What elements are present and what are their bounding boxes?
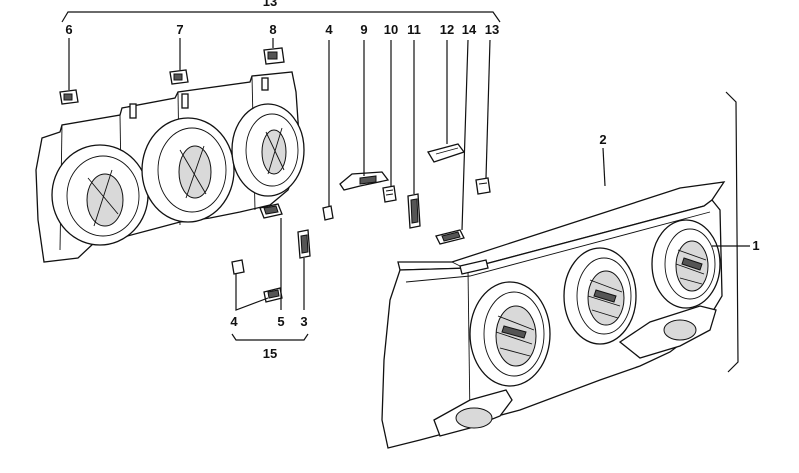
part-10-switch: [382, 185, 397, 203]
part-9-slider-guide: [339, 171, 390, 191]
part-5b-button: [263, 287, 283, 303]
leader-2: [602, 147, 606, 187]
part-14-slider: [435, 229, 465, 245]
callout-8: 8: [269, 22, 276, 37]
callout-4-top: 4: [325, 22, 333, 37]
group-bracket-15: [231, 333, 309, 341]
part-8-button: [263, 47, 285, 65]
part-3-switch: [297, 229, 311, 259]
part-11-rocker: [407, 193, 421, 229]
part-4-knob-bottom: [231, 259, 245, 275]
callout-13-top: 13: [263, 0, 277, 9]
part-5-button: [259, 203, 283, 219]
callout-1: 1: [752, 238, 759, 253]
part-7-button: [169, 69, 189, 85]
callout-9: 9: [360, 22, 367, 37]
callout-14: 14: [462, 22, 477, 37]
callout-13: 13: [485, 22, 499, 37]
part-12-lever: [426, 143, 466, 163]
callout-5: 5: [277, 314, 284, 329]
callout-10: 10: [384, 22, 398, 37]
group-bracket-right: [725, 91, 739, 373]
leader-14: [461, 39, 469, 231]
control-housing: [381, 181, 726, 449]
part-13-clip: [475, 177, 491, 195]
front-trim-plate: [35, 71, 305, 263]
callout-4-bottom: 4: [230, 314, 238, 329]
callout-7: 7: [176, 22, 183, 37]
callout-12: 12: [440, 22, 454, 37]
group-bracket-top: [61, 11, 501, 23]
part-4-knob-top: [322, 205, 334, 221]
leader-13: [485, 39, 491, 179]
leader-4-bottom: [235, 274, 269, 311]
callout-15: 15: [263, 346, 277, 361]
part-6-button: [59, 89, 79, 105]
callout-3: 3: [300, 314, 307, 329]
callout-2: 2: [599, 132, 606, 147]
callout-11: 11: [407, 22, 421, 37]
callout-6: 6: [65, 22, 72, 37]
